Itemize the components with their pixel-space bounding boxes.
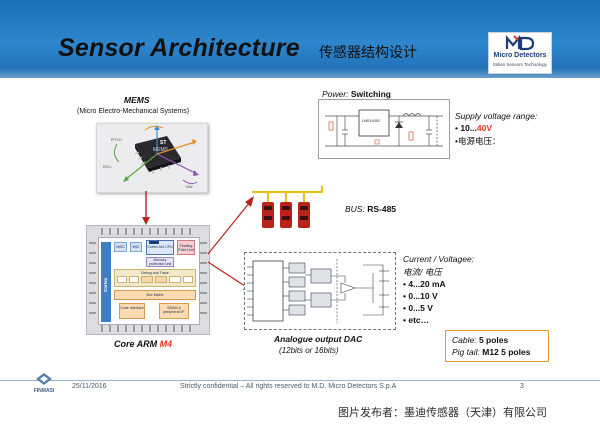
power-label-prefix: Power: bbox=[322, 89, 349, 99]
finmasi-text: FINMASI bbox=[34, 388, 55, 394]
nvic-block: NVIC bbox=[114, 242, 127, 252]
dap-block bbox=[117, 276, 127, 283]
bus-label-value: RS-485 bbox=[367, 204, 397, 214]
st-logo-icon: ST bbox=[160, 140, 166, 146]
footer-confidential: Strictly confidential – All rights reser… bbox=[180, 383, 397, 390]
cable-label: Cable: bbox=[452, 335, 477, 345]
rs485-bus-diagram bbox=[252, 186, 324, 228]
mems-chip-image: MEMS ST PITCH ROLL YAW bbox=[96, 123, 208, 193]
page-number: 3 bbox=[520, 383, 524, 390]
mems-subtitle: (Micro Electro-Mechanical Systems) bbox=[77, 108, 190, 115]
footer-date: 25/11/2016 bbox=[72, 383, 107, 390]
cortex-m4-label: Cortex-M4 bbox=[103, 278, 108, 292]
board-pins-icon bbox=[89, 228, 207, 332]
supply-max: 40V bbox=[476, 123, 493, 133]
md-logo-icon bbox=[505, 35, 535, 51]
dac-schematic bbox=[244, 252, 396, 330]
supply-range-cn: •电源电压： bbox=[455, 136, 501, 146]
regulator-chip-label: LMR14050 bbox=[362, 119, 380, 123]
output-type-cn: 电流/ 电压 bbox=[403, 267, 442, 277]
etm-block bbox=[129, 276, 139, 283]
publisher-watermark: 图片发布者：墨迪传感器（天津）有限公司 bbox=[338, 407, 547, 419]
logo-tagline: Italian Sensors Technology bbox=[493, 62, 547, 67]
pigtail-label: Pig tail: bbox=[452, 347, 480, 357]
fpb-block bbox=[169, 276, 181, 283]
arm-processor-diagram: Cortex-M4 NVIC WIC Cortex-M4 CPU Floatin… bbox=[86, 225, 210, 335]
itm-block bbox=[141, 276, 153, 283]
pigtail-value: M12 5 poles bbox=[482, 347, 531, 357]
slide-title: Sensor Architecture bbox=[58, 34, 300, 62]
sensor-icon bbox=[280, 202, 292, 228]
company-logo: Micro Detectors Italian Sensors Technolo… bbox=[488, 32, 552, 74]
arm-logo-icon bbox=[149, 241, 159, 244]
chip-text: MEMS bbox=[153, 147, 169, 153]
mpu-block: Memory protection unit bbox=[146, 257, 174, 267]
core-arm-prefix: Core ARM bbox=[114, 339, 160, 349]
code-interface-block: Code Interface bbox=[119, 303, 145, 319]
cortex-m4-bar bbox=[101, 242, 111, 322]
arm-core-die: Cortex-M4 NVIC WIC Cortex-M4 CPU Floatin… bbox=[98, 237, 200, 325]
fpu-block: Floating Point Unit bbox=[177, 240, 195, 255]
bus-label: BUS: RS-485 bbox=[345, 204, 396, 214]
output-type-label: Current / Voltagee: bbox=[403, 254, 475, 264]
output-item: • 4...20 mA bbox=[403, 279, 446, 289]
cable-row: Cable: 5 poles bbox=[452, 335, 508, 345]
supply-bullet: • bbox=[455, 123, 461, 133]
mems-title: MEMS bbox=[124, 95, 150, 105]
switching-circuit-icon: LMR14050 bbox=[325, 109, 443, 147]
cable-info-box: Cable: 5 poles Pig tail: M12 5 poles bbox=[445, 330, 549, 362]
finmasi-logo: FINMASI bbox=[22, 371, 66, 395]
wic-block: WIC bbox=[130, 242, 142, 252]
output-item: • 0...10 V bbox=[403, 291, 438, 301]
dac-resolution: (12bits or 16bits) bbox=[279, 346, 339, 355]
sram-interface-block: SRAM & peripheral I/F bbox=[159, 303, 189, 319]
finmasi-logo-icon: FINMASI bbox=[34, 373, 55, 394]
roll-label: ROLL bbox=[103, 165, 112, 169]
sensor-icon bbox=[262, 202, 274, 228]
logo-name: Micro Detectors bbox=[493, 52, 547, 59]
sensor-icon bbox=[298, 202, 310, 228]
switching-schematic: LMR14050 bbox=[318, 99, 450, 159]
pigtail-row: Pig tail: M12 5 poles bbox=[452, 347, 530, 357]
dac-circuit-icon bbox=[247, 259, 389, 323]
pitch-label: PITCH bbox=[111, 138, 122, 142]
footer-divider bbox=[0, 380, 600, 381]
power-label-value: Switching bbox=[350, 89, 391, 99]
supply-range-value: • 10...40V bbox=[455, 123, 492, 133]
core-arm-m4: M4 bbox=[159, 339, 173, 349]
dwt-block bbox=[155, 276, 167, 283]
bus-matrix-block: Bus Matrix bbox=[114, 290, 196, 300]
output-item: • etc… bbox=[403, 315, 430, 325]
supply-min: 10... bbox=[460, 123, 477, 133]
yaw-label: YAW bbox=[185, 185, 193, 189]
mems-to-arm-arrow bbox=[142, 191, 150, 225]
tpiu-block bbox=[183, 276, 193, 283]
power-label: Power: Switching bbox=[322, 89, 391, 99]
output-item: • 0...5 V bbox=[403, 303, 433, 313]
mems-chip-icon: MEMS ST PITCH ROLL YAW bbox=[103, 125, 199, 189]
dac-title: Analogue output DAC bbox=[274, 334, 363, 344]
cable-value: 5 poles bbox=[478, 335, 509, 345]
core-arm-label: Core ARM M4 bbox=[114, 339, 172, 349]
bus-label-prefix: BUS: bbox=[345, 204, 365, 214]
supply-range-label: Supply voltage range: bbox=[455, 111, 538, 121]
slide-title-cn: 传感器结构设计 bbox=[319, 44, 417, 60]
